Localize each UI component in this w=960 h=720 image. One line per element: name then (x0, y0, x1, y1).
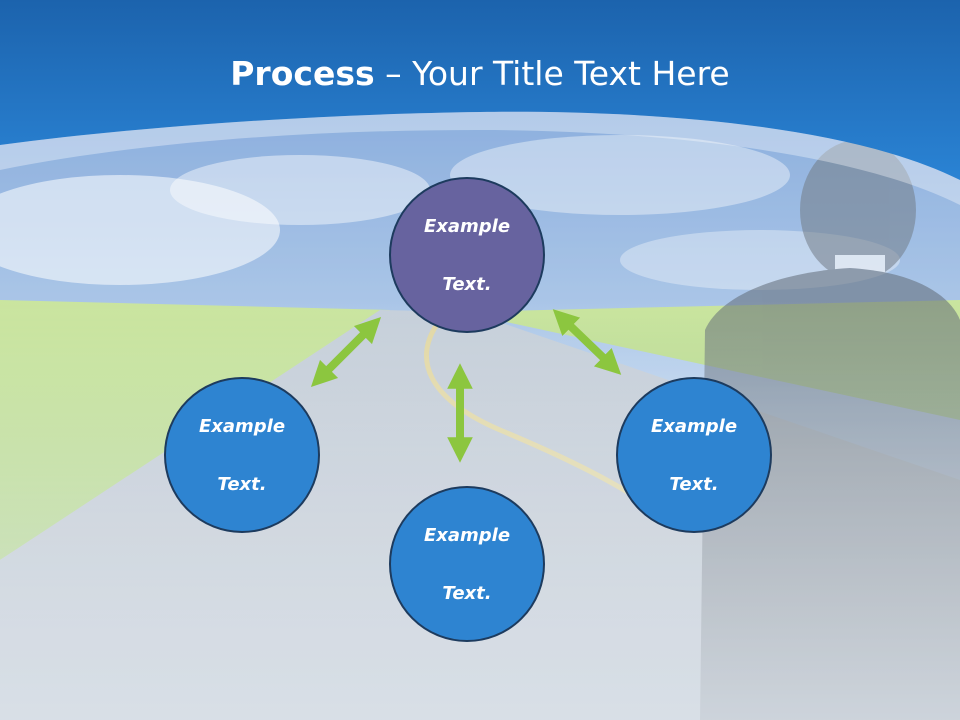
node-bottom-line2: Text. (442, 582, 492, 604)
node-left-line1: Example (198, 415, 286, 437)
node-top-line1: Example (423, 215, 511, 237)
node-left-line2: Text. (217, 473, 267, 495)
slide-title: Process – Your Title Text Here (0, 52, 960, 96)
node-right-line1: Example (650, 415, 738, 437)
node-right-line2: Text. (669, 473, 719, 495)
title-rest: – Your Title Text Here (374, 54, 730, 93)
node-bottom-line1: Example (423, 524, 511, 546)
title-bold: Process (230, 54, 375, 93)
node-top-line2: Text. (442, 273, 492, 295)
